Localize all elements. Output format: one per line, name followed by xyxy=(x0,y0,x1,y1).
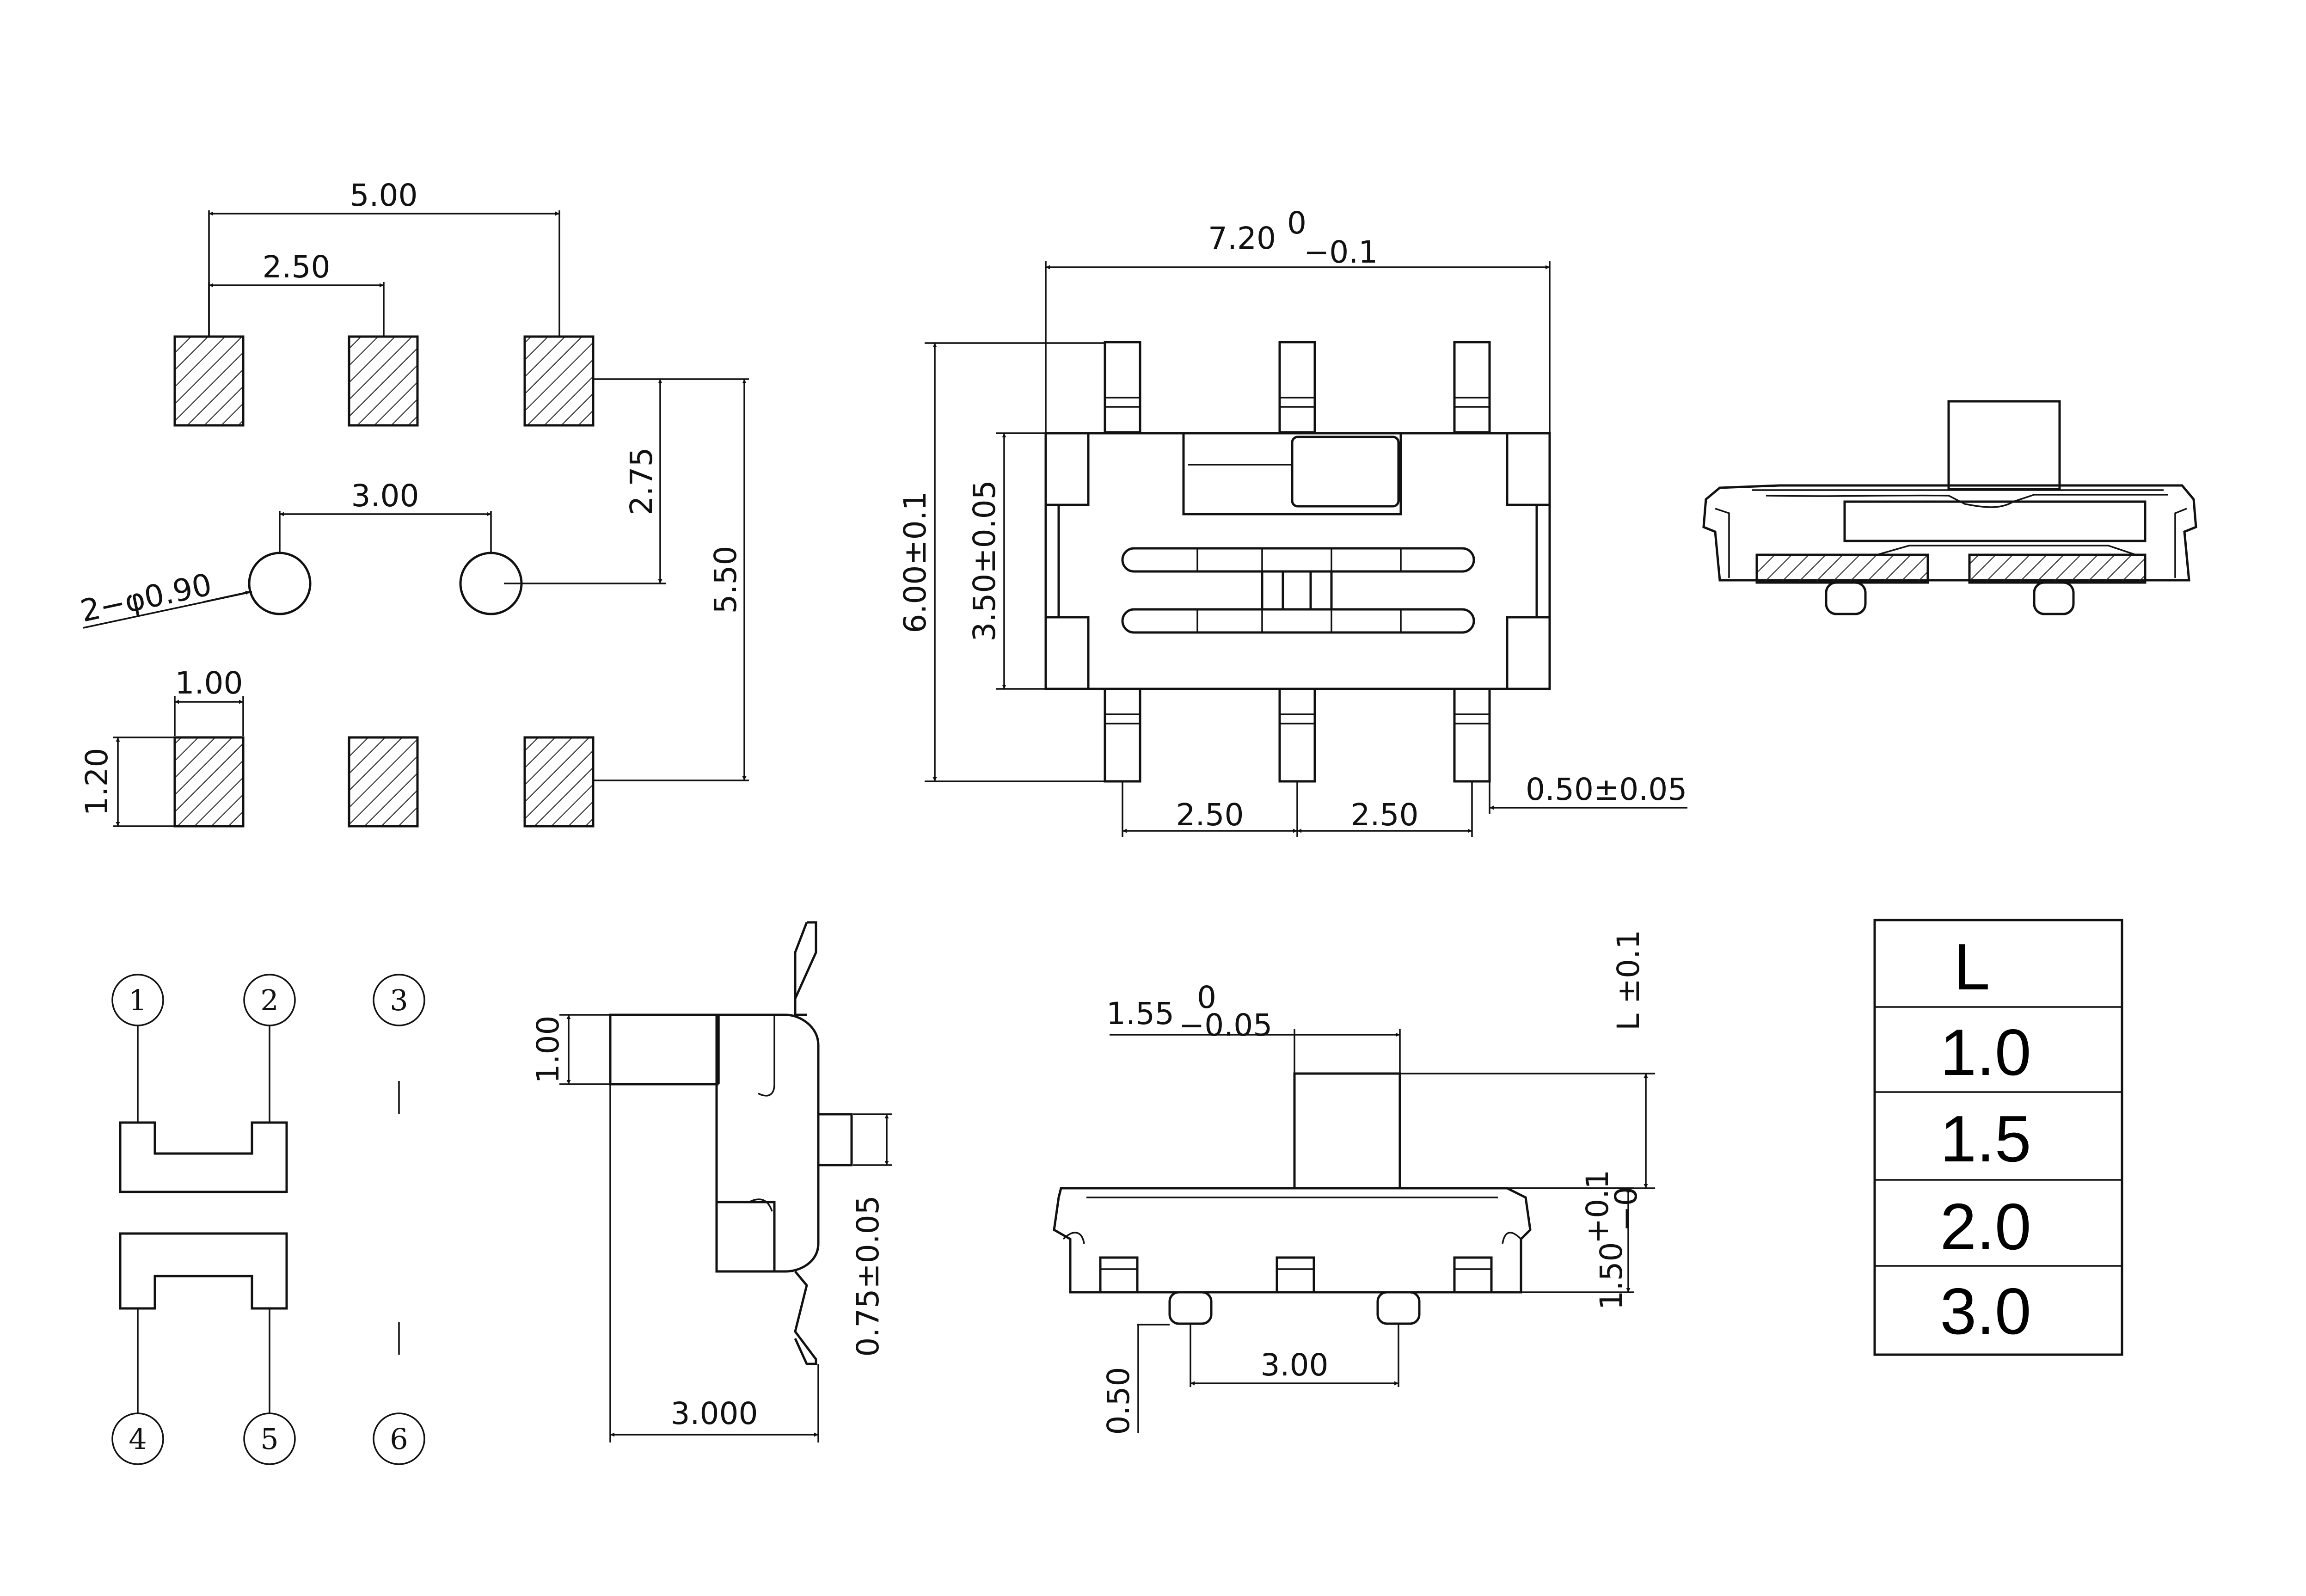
pad-bottom-3 xyxy=(523,736,595,828)
dim-height-tol-upper: +0.1 xyxy=(1580,1170,1615,1244)
pad-bottom-2 xyxy=(348,736,419,828)
l-dimension-table: L 1.0 1.5 2.0 3.0 xyxy=(1873,919,2123,1356)
dim-hole-diameter: 2−φ0.90 xyxy=(77,566,215,629)
dim-5-50: 5.50 xyxy=(708,546,743,614)
pin-3-label: 3 xyxy=(390,983,408,1017)
front-view: 1.55 0 −0.05 L ±0.1 1.50 +0.1 −0 0.50 3.… xyxy=(1053,930,1655,1435)
dim-pin-width: 0.50±0.05 xyxy=(1526,772,1687,807)
dim-width-tol-lower: −0.1 xyxy=(1304,234,1378,270)
dim-6-00: 6.00±0.1 xyxy=(897,491,933,633)
pin-4-label: 4 xyxy=(129,1422,147,1456)
dim-2-50: 2.50 xyxy=(263,249,331,285)
top-view: 7.20 0 −0.1 6.00±0.1 3.50±0.05 2.50 2.50… xyxy=(897,205,1687,837)
section-view xyxy=(1702,400,2197,615)
dim-1-00: 1.00 xyxy=(175,665,243,701)
dim-actuator-tol-lower: −0.05 xyxy=(1179,1007,1272,1043)
dim-actuator-tol-upper: 0 xyxy=(1197,980,1216,1015)
dim-height-tol-lower: −0 xyxy=(1608,1186,1644,1231)
pin-6-label: 6 xyxy=(390,1422,408,1456)
dim-5-00: 5.00 xyxy=(350,178,418,213)
dim-L: L ±0.1 xyxy=(1611,930,1646,1031)
dim-actuator-nominal: 1.55 xyxy=(1106,996,1174,1031)
pin-5-label: 5 xyxy=(260,1422,278,1456)
dim-1-20: 1.20 xyxy=(79,748,115,816)
dim-pitch-b: 2.50 xyxy=(1351,797,1419,833)
dim-pitch-a: 2.50 xyxy=(1176,797,1244,833)
pad-bottom-1 xyxy=(173,736,245,828)
pcb-footprint: 5.00 2.50 3.00 2−φ0.90 2.75 5.50 1.00 1.… xyxy=(77,178,749,828)
l-table-row-2: 1.5 xyxy=(1940,1102,2031,1176)
dim-width-nominal: 7.20 xyxy=(1208,221,1276,256)
pin-1-label: 1 xyxy=(129,983,147,1017)
dim-2-75: 2.75 xyxy=(624,448,659,516)
dim-3-50: 3.50±0.05 xyxy=(967,480,1002,641)
dim-3-000: 3.000 xyxy=(671,1396,758,1431)
dim-width-tol-upper: 0 xyxy=(1287,205,1306,241)
dim-side-1-00: 1.00 xyxy=(530,1016,566,1084)
dim-front-3-00: 3.00 xyxy=(1261,1347,1329,1383)
pad-top-2 xyxy=(348,335,419,427)
l-table-row-3: 2.0 xyxy=(1940,1190,2031,1264)
side-view: 1.00 0.75±0.05 3.000 xyxy=(530,921,892,1443)
l-table-row-4: 3.0 xyxy=(1940,1275,2031,1348)
mount-hole-left xyxy=(248,552,312,615)
pad-top-3 xyxy=(523,335,595,427)
pin-2-label: 2 xyxy=(260,983,278,1017)
l-table-header: L xyxy=(1954,930,1990,1004)
dim-0-75: 0.75±0.05 xyxy=(850,1195,886,1357)
l-table-row-1: 1.0 xyxy=(1940,1016,2031,1089)
dim-3-00: 3.00 xyxy=(351,478,419,514)
pad-top-1 xyxy=(173,335,245,427)
dim-0-50: 0.50 xyxy=(1101,1367,1136,1435)
dim-height-nominal: 1.50 xyxy=(1594,1242,1629,1310)
pin-schematic: 1 2 3 4 5 6 xyxy=(111,974,425,1465)
